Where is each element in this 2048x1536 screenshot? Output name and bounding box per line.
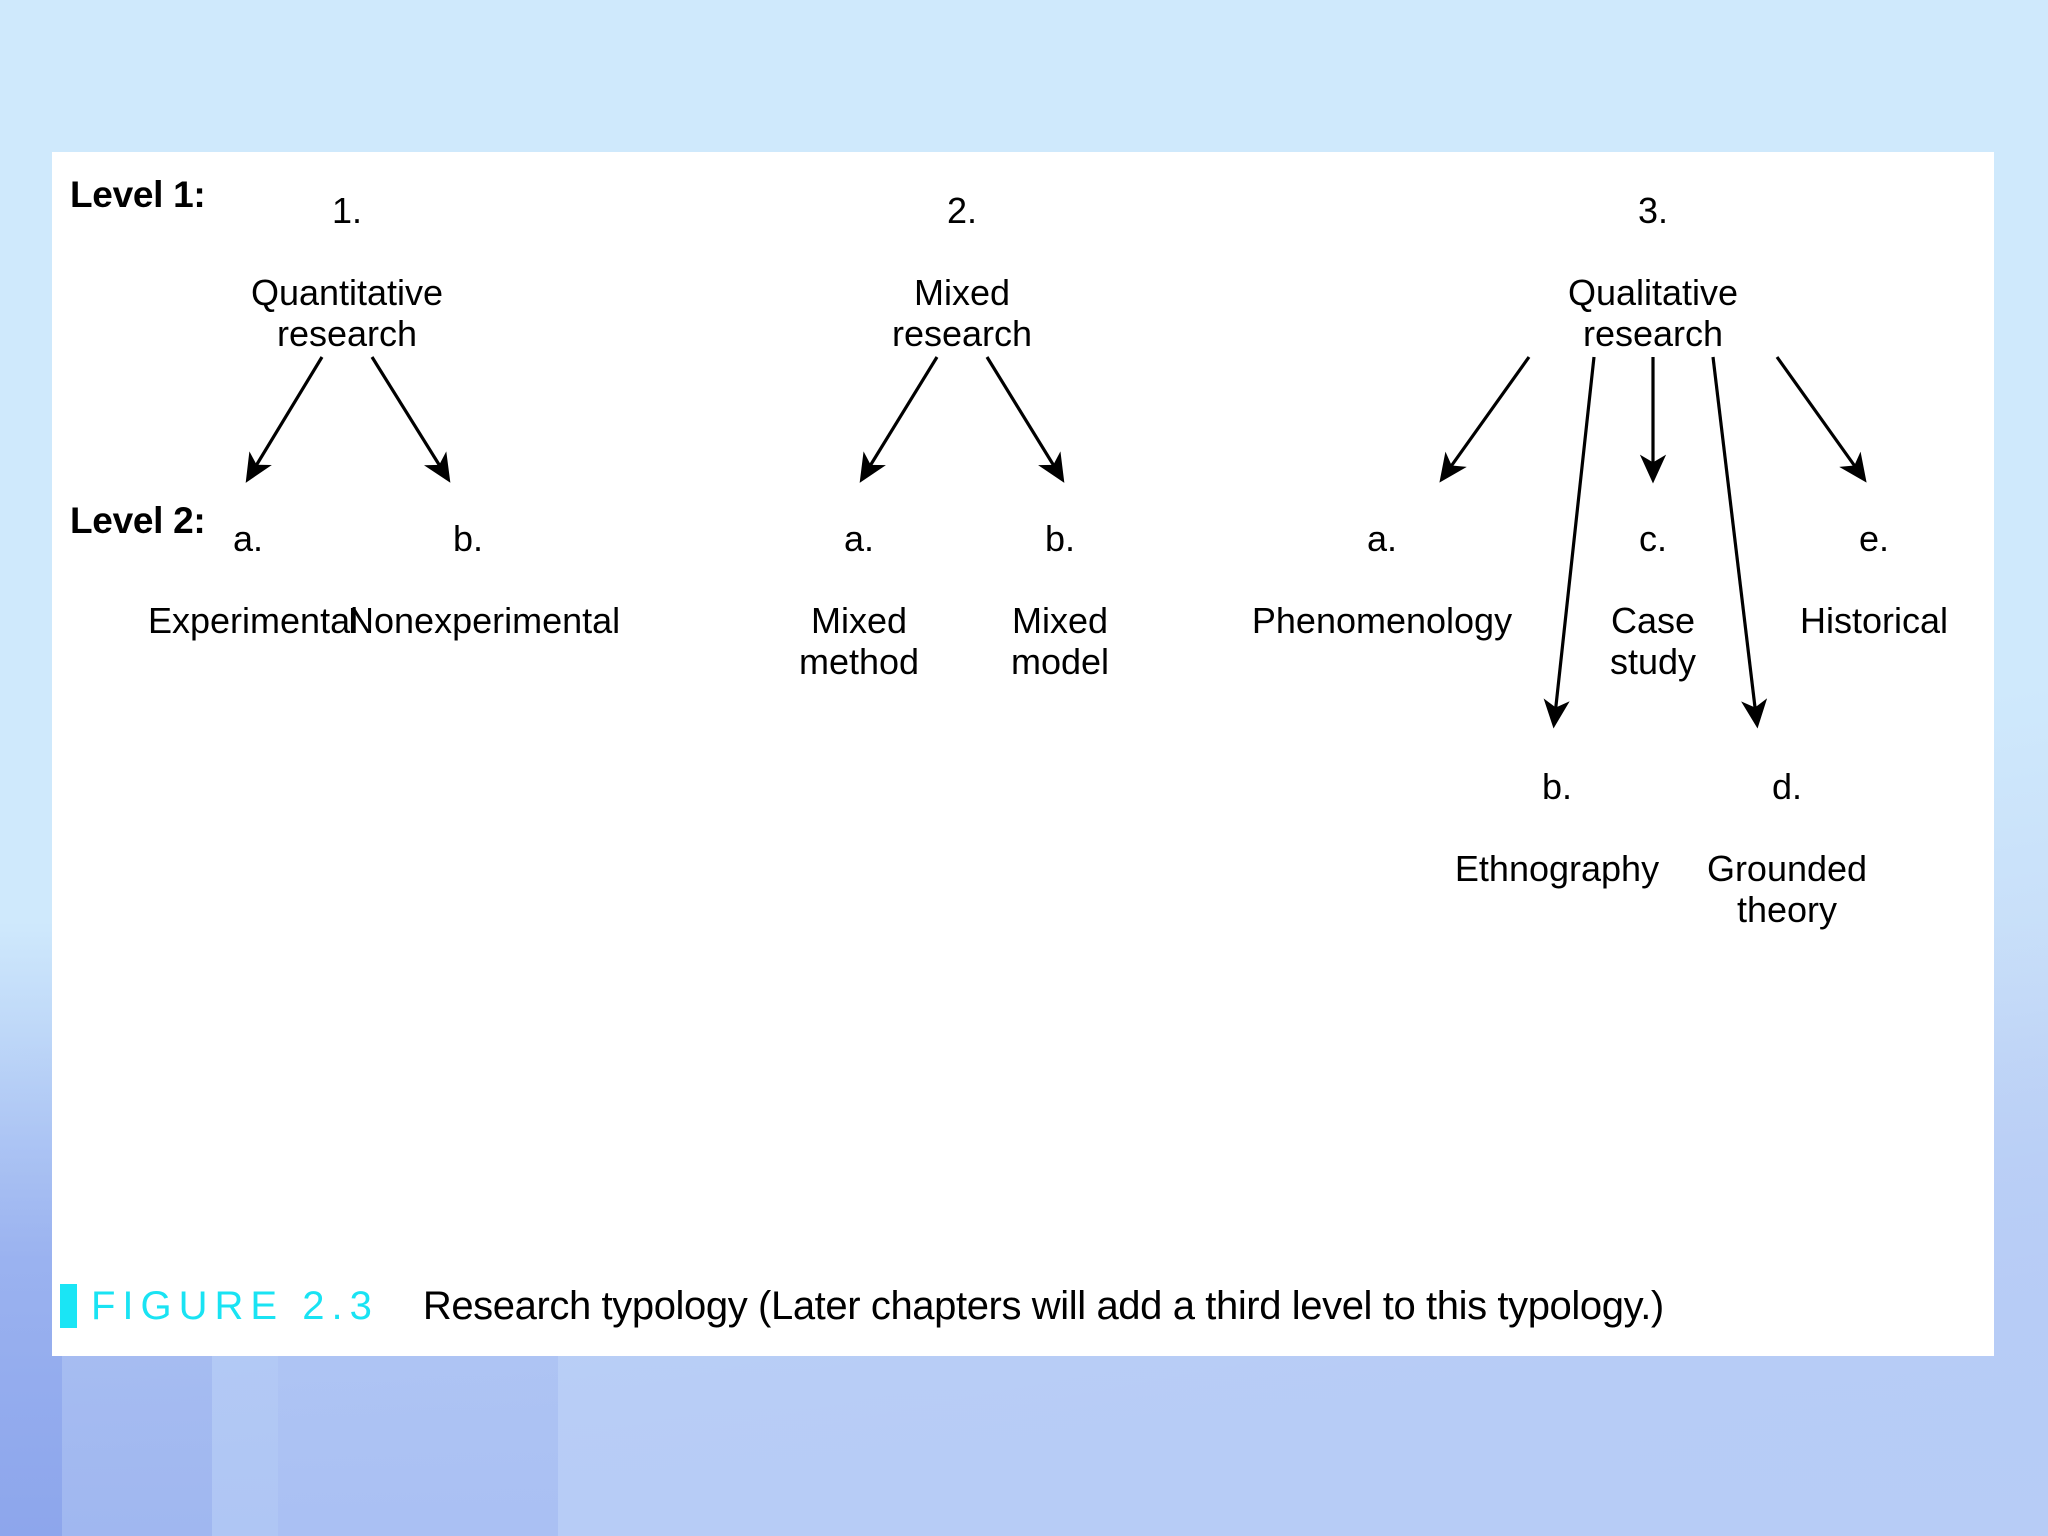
arrow-quantitative-to-nonexperimental (370, 356, 451, 483)
node-case-study: c. Case study (1558, 500, 1748, 700)
figure-caption-text: Research typology (Later chapters will a… (422, 1283, 1664, 1328)
node-label: Historical (1799, 599, 1949, 641)
node-label: Qualitative research (1567, 271, 1739, 354)
row-label-level-1: Level 1: (70, 174, 206, 215)
node-key: 1. (331, 190, 363, 232)
node-experimental: a. Experimental (148, 500, 359, 659)
row-label-level-2: Level 2: (70, 500, 206, 541)
node-key: 3. (1637, 190, 1669, 232)
node-label: Case study (1609, 599, 1697, 682)
node-mixed-method: a. Mixed method (764, 500, 954, 700)
node-key: b. (452, 518, 484, 560)
node-label: Mixed research (891, 271, 1033, 354)
figure-caption: FIGURE 2.3 Research typology (Later chap… (52, 1256, 1994, 1356)
arrow-qualitative-to-phenomenology (1439, 356, 1531, 483)
node-historical: e. Historical (1764, 500, 1984, 659)
node-label: Mixed method (798, 599, 920, 682)
node-key: 2. (946, 190, 978, 232)
node-key: b. (1044, 518, 1076, 560)
node-label: Quantitative research (250, 271, 444, 354)
arrow-quantitative-to-experimental (245, 356, 324, 483)
node-label: Ethnography (1454, 847, 1660, 889)
node-nonexperimental: b. Nonexperimental (348, 500, 621, 659)
node-key: c. (1638, 518, 1667, 560)
node-grounded-theory: d. Grounded theory (1657, 748, 1917, 948)
node-key: e. (1858, 518, 1890, 560)
figure-number-label: FIGURE 2.3 (91, 1283, 379, 1328)
research-typology-diagram: Level 1: Level 2: 1. Quantitative resear… (52, 152, 1994, 1252)
background-band (0, 921, 62, 1536)
arrow-qualitative-to-historical (1775, 356, 1867, 483)
node-ethnography: b. Ethnography (1427, 748, 1687, 907)
node-label: Mixed model (1010, 599, 1110, 682)
caption-square-marker (60, 1284, 77, 1328)
node-mixed-research: 2. Mixed research (842, 172, 1082, 372)
arrow-mixed-to-mixed-method (859, 356, 939, 483)
node-key: d. (1771, 766, 1803, 808)
node-mixed-model: b. Mixed model (965, 500, 1155, 700)
node-label: Grounded theory (1706, 847, 1868, 930)
node-key: a. (843, 518, 875, 560)
node-key: a. (232, 518, 264, 560)
node-key: a. (1366, 518, 1398, 560)
node-quantitative-research: 1. Quantitative research (227, 172, 467, 372)
node-key: b. (1541, 766, 1573, 808)
arrow-mixed-to-mixed-model (985, 356, 1065, 483)
node-label: Experimental (148, 599, 359, 641)
node-label: Phenomenology (1251, 599, 1513, 641)
node-phenomenology: a. Phenomenology (1237, 500, 1527, 659)
figure-panel: Level 1: Level 2: 1. Quantitative resear… (52, 152, 1994, 1356)
node-label: Nonexperimental (348, 599, 621, 641)
node-qualitative-research: 3. Qualitative research (1533, 172, 1773, 372)
